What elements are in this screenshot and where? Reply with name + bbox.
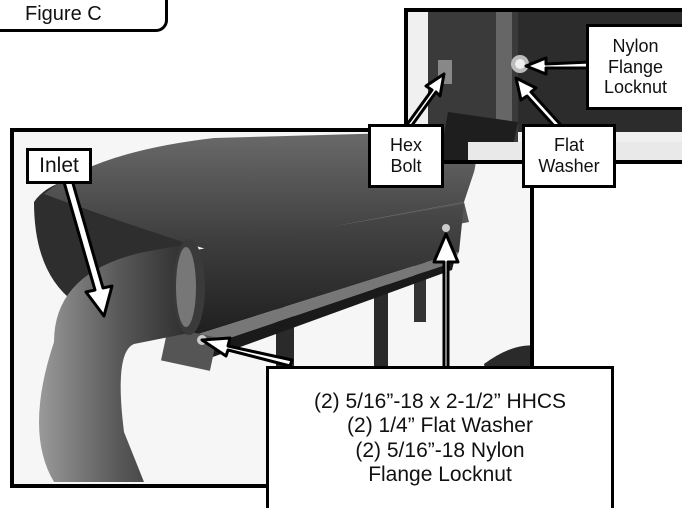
hardware-list-label: (2) 5/16”-18 x 2-1/2” HHCS (2) 1/4” Flat… [266, 366, 614, 508]
nylon-locknut-label: Nylon Flange Locknut [586, 24, 682, 110]
flat-washer-label-line2: Washer [538, 156, 600, 176]
hardware-list-line3: (2) 5/16”-18 Nylon [355, 438, 525, 462]
flat-washer-label: Flat Washer [522, 124, 616, 188]
figure-tab: Figure C [0, 0, 168, 32]
hex-bolt-label: Hex Bolt [368, 124, 444, 188]
figure-label: Figure C [25, 3, 102, 25]
hardware-list-line2: (2) 1/4” Flat Washer [347, 414, 533, 438]
hex-bolt-label-line2: Bolt [390, 156, 422, 176]
hardware-list-line4: Flange Locknut [368, 462, 512, 486]
nylon-locknut-label-line1: Nylon [612, 35, 659, 56]
nylon-locknut-label-line2: Flange [607, 56, 664, 77]
flat-washer-label-line1: Flat [553, 135, 584, 156]
inlet-label: Inlet [26, 148, 92, 184]
hex-bolt-label-line1: Hex [389, 135, 422, 156]
inlet-label-text: Inlet [39, 154, 79, 177]
nylon-locknut-label-line3: Locknut [603, 77, 668, 98]
hardware-list-line1: (2) 5/16”-18 x 2-1/2” HHCS [313, 390, 567, 414]
